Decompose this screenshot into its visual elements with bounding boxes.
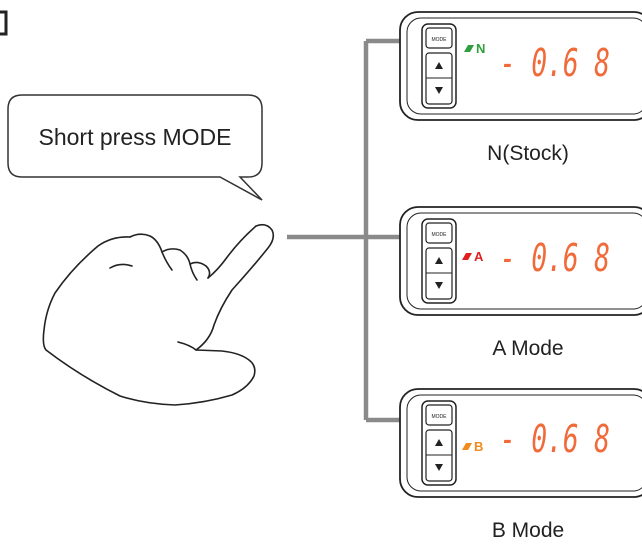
- mode-cycle-arrows: [287, 36, 424, 425]
- mode-letter: N: [476, 41, 485, 56]
- mode-button-label: MODE: [432, 232, 448, 238]
- down-arrow-icon: [435, 464, 443, 471]
- mode-button[interactable]: [425, 27, 453, 49]
- mode-letter: A: [474, 249, 484, 264]
- display-value: - 0.6 8: [500, 236, 610, 280]
- down-arrow-icon: [435, 87, 443, 94]
- panel-caption: B Mode: [492, 519, 564, 542]
- mode-indicator-mark: [462, 443, 472, 450]
- mode-button-label: MODE: [432, 37, 448, 43]
- up-arrow-icon: [435, 439, 443, 446]
- up-arrow-icon: [435, 62, 443, 69]
- mode-indicator-mark: [462, 253, 472, 260]
- mode-button[interactable]: [425, 222, 453, 244]
- mode-letter: B: [474, 439, 483, 454]
- callout-text: Short press MODE: [39, 124, 232, 150]
- controller-panel-a: MODE A - 0.6 8 A Mode: [399, 206, 642, 360]
- controller-panel-n: MODE N - 0.6 8 N(Stock): [399, 11, 642, 165]
- up-arrow-icon: [435, 257, 443, 264]
- panel-caption: A Mode: [492, 337, 563, 360]
- display-value: - 0.6 8: [500, 41, 610, 85]
- speech-bubble: Short press MODE: [7, 94, 263, 201]
- panel-caption: N(Stock): [487, 142, 569, 165]
- cropped-frame-fragment: [0, 10, 8, 36]
- display-value: - 0.6 8: [500, 417, 610, 461]
- mode-button-label: MODE: [432, 414, 448, 420]
- mode-button[interactable]: [425, 404, 453, 426]
- pointing-hand-icon: [42, 223, 275, 406]
- controller-panel-b: MODE B - 0.6 8 B Mode: [399, 388, 642, 542]
- down-arrow-icon: [435, 282, 443, 289]
- mode-indicator-mark: [464, 45, 474, 52]
